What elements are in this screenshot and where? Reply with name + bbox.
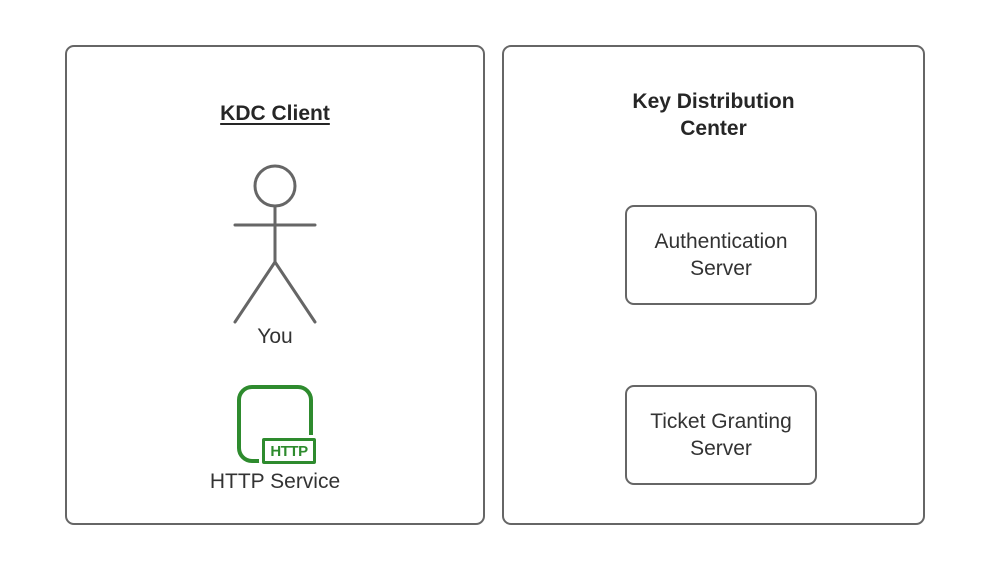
actor-icon [233,164,317,324]
kdc-client-panel: KDC Client You HTTP HTTP Service [65,45,485,525]
actor-label: You [257,325,293,348]
key-distribution-center-title: Key Distribution Center [504,88,923,142]
authentication-server-box: Authentication Server [625,205,817,305]
ticket-granting-server-box: Ticket Granting Server [625,385,817,485]
ticket-granting-server-label: Ticket Granting Server [650,410,792,460]
key-distribution-center-panel: Key Distribution Center Authentication S… [502,45,925,525]
kdc-client-title: KDC Client [220,102,330,125]
http-service-icon: HTTP [237,385,316,464]
http-badge: HTTP [262,438,316,464]
http-service-label: HTTP Service [209,470,341,493]
authentication-server-label: Authentication Server [654,230,788,280]
key-distribution-center-title-text: Key Distribution Center [632,90,795,140]
